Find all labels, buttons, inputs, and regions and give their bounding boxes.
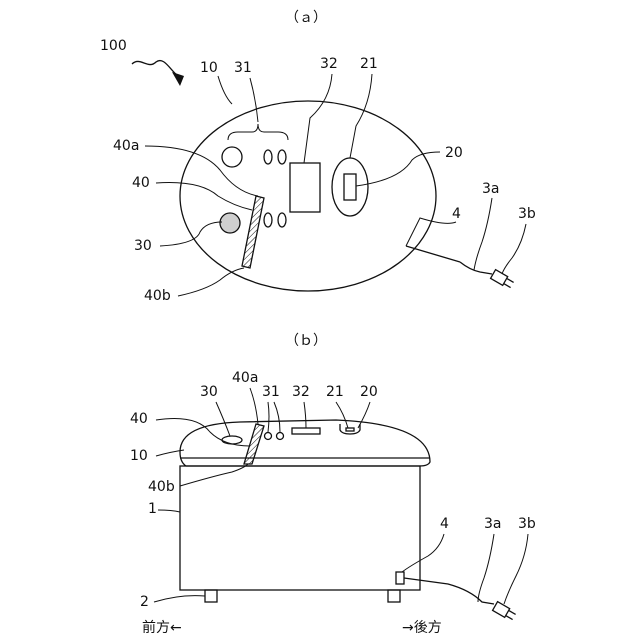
leader-3a xyxy=(474,198,492,270)
body-1 xyxy=(180,466,420,590)
panel-b: （ｂ） 30 40a 31 32 21 20 40 10 40b xyxy=(130,333,536,636)
foot-front xyxy=(205,590,217,602)
leader-4-b xyxy=(402,534,444,572)
label-32-b: 32 xyxy=(292,384,310,400)
button-31-side-b xyxy=(277,433,284,440)
sensor-20-side xyxy=(340,424,360,434)
label-31: 31 xyxy=(234,60,252,76)
sensor-21-side xyxy=(346,428,354,431)
arrowhead-100 xyxy=(172,72,184,86)
label-40b-b: 40b xyxy=(148,479,175,495)
leader-40 xyxy=(156,183,252,210)
leader-31-b xyxy=(268,402,269,432)
lid-side-view xyxy=(180,420,430,466)
display-32 xyxy=(290,163,320,212)
label-21-b: 21 xyxy=(326,384,344,400)
leader-3a-b xyxy=(478,534,494,602)
knob-30 xyxy=(220,213,240,233)
button-31-a xyxy=(264,150,272,164)
leader-20-b xyxy=(358,402,370,428)
cord-b xyxy=(404,578,494,604)
display-32-side xyxy=(292,428,320,434)
leader-1-b xyxy=(158,510,180,512)
panel-a-caption: （ａ） xyxy=(285,10,327,26)
label-30-b: 30 xyxy=(200,384,218,400)
sensor-21 xyxy=(344,174,356,200)
leader-30-b xyxy=(216,402,230,436)
leader-100-arrow xyxy=(132,61,178,76)
brace-31 xyxy=(228,124,288,140)
leader-40a-b xyxy=(250,388,258,424)
label-40b: 40b xyxy=(144,288,171,304)
label-3b: 3b xyxy=(518,206,536,222)
leader-21-b xyxy=(336,402,348,428)
sensor-housing-20 xyxy=(332,158,368,216)
button-lower-b xyxy=(278,213,286,227)
label-32: 32 xyxy=(320,56,338,72)
label-30: 30 xyxy=(134,238,152,254)
cord-wire xyxy=(460,262,492,274)
label-3b-b: 3b xyxy=(518,516,536,532)
label-40a: 40a xyxy=(113,138,139,154)
label-31-b: 31 xyxy=(262,384,280,400)
label-20-b: 20 xyxy=(360,384,378,400)
foot-rear xyxy=(388,590,400,602)
label-2-b: 2 xyxy=(140,594,149,610)
leader-2-b xyxy=(154,596,205,602)
button-lower-a xyxy=(264,213,272,227)
leader-40b xyxy=(178,268,244,296)
leader-32-b xyxy=(304,402,306,428)
label-21: 21 xyxy=(360,56,378,72)
label-3a: 3a xyxy=(482,181,500,197)
leader-32 xyxy=(304,74,332,163)
round-button xyxy=(222,147,242,167)
cover-40 xyxy=(242,196,264,268)
button-31-b xyxy=(278,150,286,164)
leader-3b xyxy=(502,224,526,274)
label-40a-b: 40a xyxy=(232,370,258,386)
leader-21 xyxy=(350,74,372,158)
label-4: 4 xyxy=(452,206,461,222)
panel-a: （ａ） 100 10 31 32 21 20 xyxy=(100,10,536,304)
panel-b-caption: （ｂ） xyxy=(285,333,327,349)
plug-3b-b xyxy=(493,602,517,622)
leader-10 xyxy=(218,76,232,104)
label-3a-b: 3a xyxy=(484,516,502,532)
leader-31 xyxy=(250,78,258,122)
direction-rear: →後方 xyxy=(402,620,442,636)
cord-4 xyxy=(406,246,460,262)
label-40: 40 xyxy=(132,175,150,191)
connector-4 xyxy=(396,572,404,584)
button-31-side-a xyxy=(265,433,272,440)
label-20: 20 xyxy=(445,145,463,161)
direction-front: 前方← xyxy=(142,619,182,636)
leader-40b-b xyxy=(180,464,248,486)
label-10: 10 xyxy=(200,60,218,76)
label-4-b: 4 xyxy=(440,516,449,532)
leader-3b-b xyxy=(504,534,528,604)
knob-30-side xyxy=(222,436,242,444)
label-100: 100 xyxy=(100,38,127,54)
label-40-b: 40 xyxy=(130,411,148,427)
label-10-b: 10 xyxy=(130,448,148,464)
label-1-b: 1 xyxy=(148,501,157,517)
leader-31-b2 xyxy=(274,402,280,432)
leader-20 xyxy=(356,152,440,186)
